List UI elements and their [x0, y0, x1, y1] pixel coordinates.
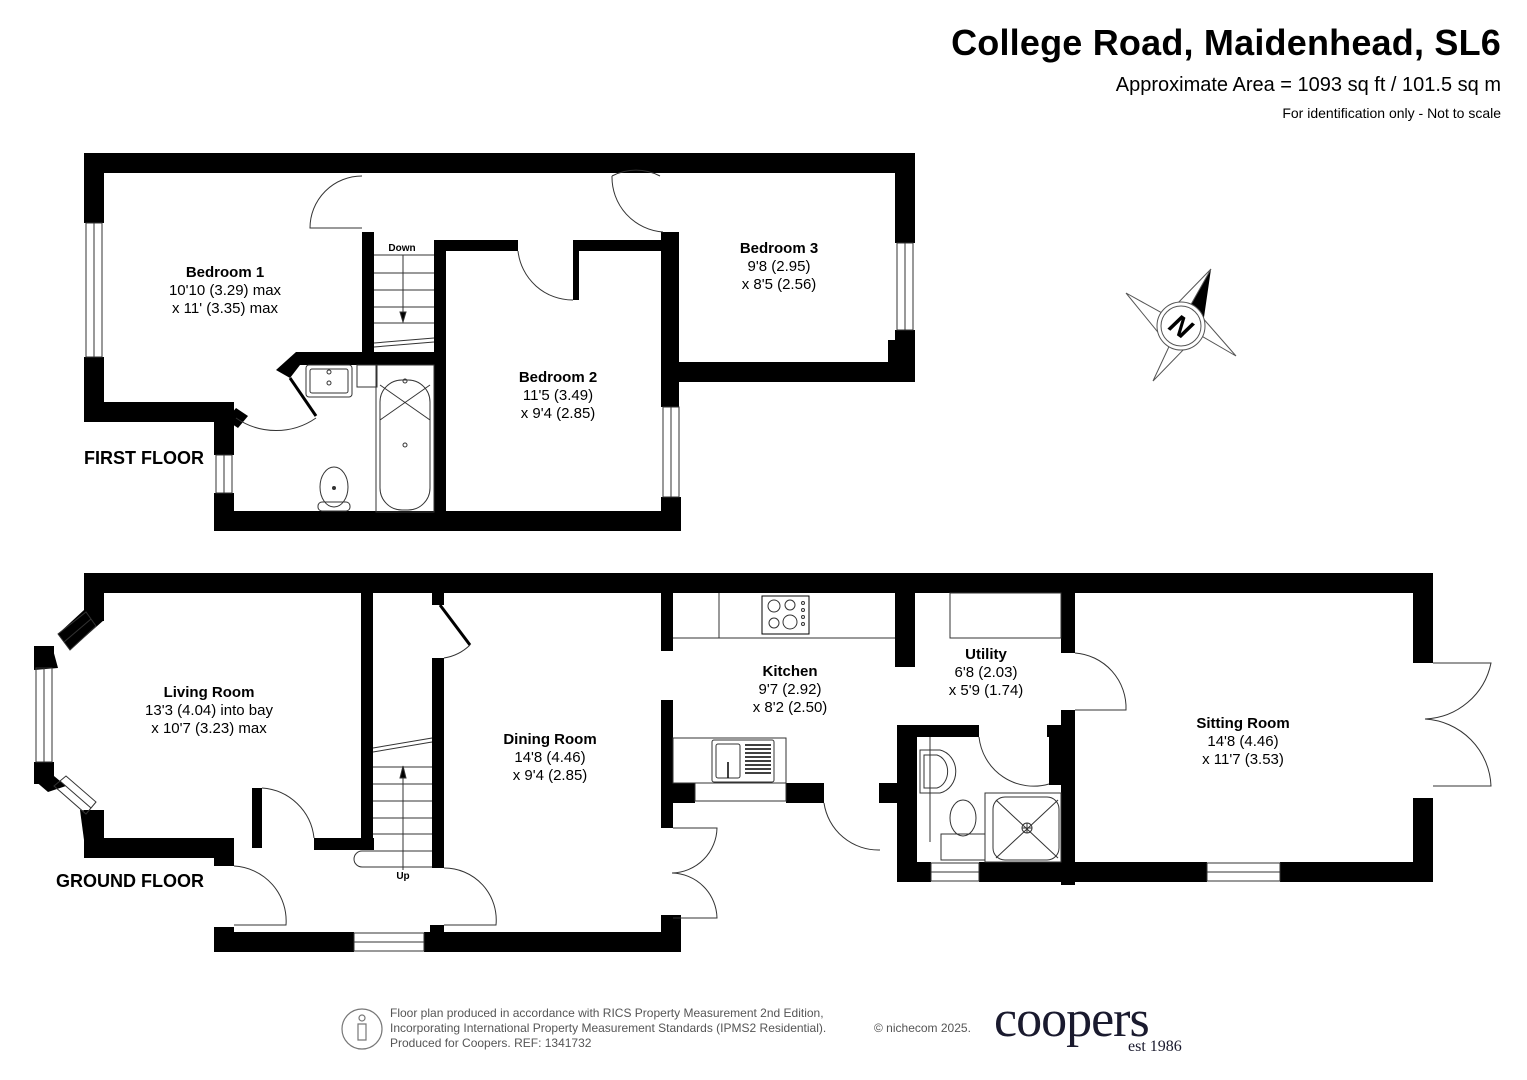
room-dim: 6'8 (2.03)	[954, 664, 1018, 681]
room-dim: x 5'9 (1.74)	[948, 682, 1024, 699]
room-name: Dining Room	[503, 731, 597, 748]
room-dim: 14'8 (4.46)	[514, 749, 586, 766]
room-bedroom-3: Bedroom 3 9'8 (2.95) x 8'5 (2.56)	[740, 240, 818, 294]
first-floor-label: FIRST FLOOR	[84, 448, 204, 468]
footer-disclaimer: Floor plan produced in accordance with R…	[390, 1006, 826, 1051]
page-title: College Road, Maidenhead, SL6	[951, 22, 1501, 63]
first-floor-fixtures	[85, 169, 914, 513]
footer-line: Produced for Coopers. REF: 1341732	[390, 1036, 592, 1050]
copyright: © nichecom 2025.	[874, 1021, 971, 1035]
room-dim: x 8'2 (2.50)	[752, 699, 828, 716]
room-name: Bedroom 1	[185, 264, 265, 281]
room-name: Bedroom 3	[739, 240, 819, 257]
first-floor-walls	[84, 153, 915, 531]
room-bedroom-1: Bedroom 1 10'10 (3.29) max x 11' (3.35) …	[169, 264, 281, 318]
room-dim: 9'7 (2.92)	[758, 681, 822, 698]
stair-up-label: Up	[396, 871, 410, 882]
room-name: Sitting Room	[1196, 715, 1290, 732]
room-dim: 10'10 (3.29) max	[168, 282, 282, 299]
ground-floor-fixtures	[35, 592, 1492, 952]
room-name: Bedroom 2	[518, 369, 598, 386]
stair-down-label: Down	[388, 243, 416, 254]
person-icon	[341, 1008, 383, 1050]
room-dim: x 8'5 (2.56)	[741, 276, 817, 293]
footer-line: Incorporating International Property Mea…	[390, 1021, 827, 1035]
room-living-room: Living Room 13'3 (4.04) into bay x 10'7 …	[145, 684, 273, 738]
scale-note: For identification only - Not to scale	[1282, 105, 1501, 121]
approximate-area: Approximate Area = 1093 sq ft / 101.5 sq…	[1115, 74, 1501, 96]
brand-logo: coopers	[994, 991, 1150, 1048]
room-dim: x 10'7 (3.23) max	[151, 720, 267, 737]
room-dim: x 11' (3.35) max	[172, 300, 278, 317]
room-dim: x 9'4 (2.85)	[520, 405, 596, 422]
room-bedroom-2: Bedroom 2 11'5 (3.49) x 9'4 (2.85)	[519, 369, 597, 423]
footer-line: Floor plan produced in accordance with R…	[390, 1006, 824, 1020]
room-dim: x 11'7 (3.53)	[1202, 751, 1284, 768]
room-dim: 11'5 (3.49)	[522, 387, 594, 404]
room-kitchen: Kitchen 9'7 (2.92) x 8'2 (2.50)	[753, 663, 828, 717]
room-name: Kitchen	[762, 663, 818, 680]
room-name: Utility	[965, 646, 1007, 663]
room-dim: x 9'4 (2.85)	[512, 767, 588, 784]
ground-floor-label: GROUND FLOOR	[56, 871, 204, 891]
room-dim: 13'3 (4.04) into bay	[145, 702, 273, 719]
north-compass-icon: N	[1125, 268, 1237, 382]
room-utility: Utility 6'8 (2.03) x 5'9 (1.74)	[949, 646, 1024, 700]
ground-floor-walls	[34, 573, 1433, 952]
room-dining-room: Dining Room 14'8 (4.46) x 9'4 (2.85)	[503, 731, 596, 785]
brand-tagline: est 1986	[1128, 1038, 1182, 1055]
room-name: Living Room	[163, 684, 255, 701]
room-dim: 14'8 (4.46)	[1207, 733, 1279, 750]
room-sitting-room: Sitting Room 14'8 (4.46) x 11'7 (3.53)	[1196, 715, 1289, 769]
room-dim: 9'8 (2.95)	[747, 258, 811, 275]
